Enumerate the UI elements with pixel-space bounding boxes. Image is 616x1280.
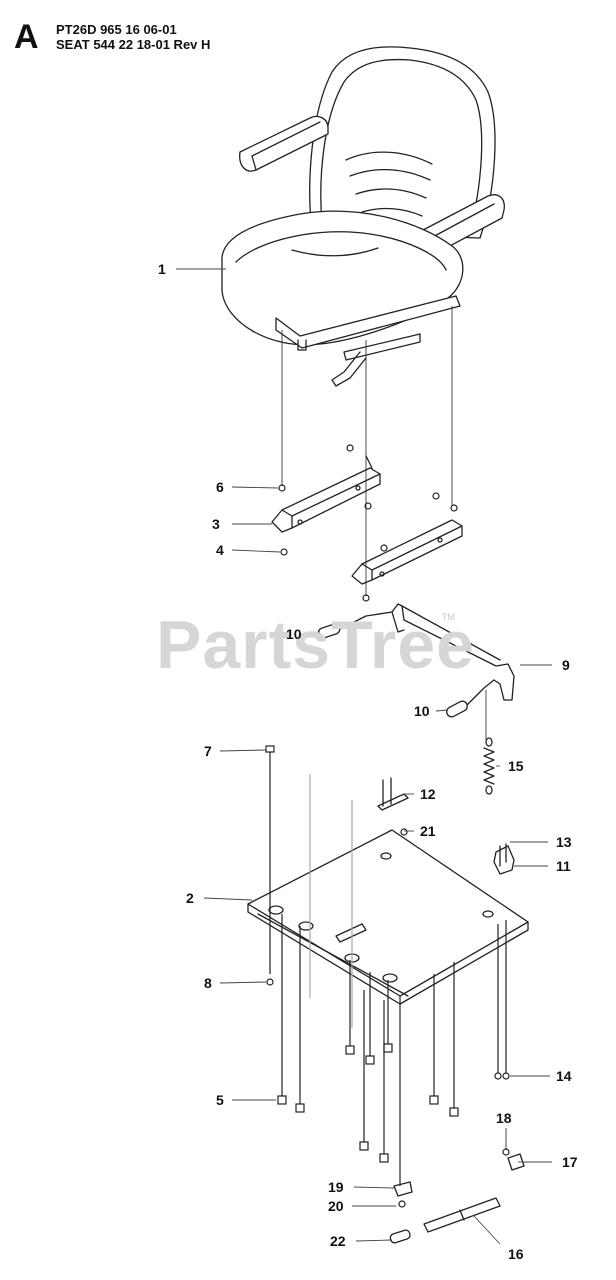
callout-10-lower: 10 <box>414 703 430 719</box>
callout-12: 12 <box>420 786 436 802</box>
gas-strut <box>389 1197 501 1244</box>
callout-10-upper: 10 <box>286 626 302 642</box>
lever-assembly <box>317 603 515 718</box>
callout-4: 4 <box>216 542 224 558</box>
callout-17: 17 <box>562 1154 578 1170</box>
callout-9: 9 <box>562 657 570 673</box>
spring-part <box>483 737 495 795</box>
callout-21: 21 <box>420 823 436 839</box>
callout-15: 15 <box>508 758 524 774</box>
callout-19: 19 <box>328 1179 344 1195</box>
callout-14: 14 <box>556 1068 572 1084</box>
watermark-trademark: TM <box>442 612 455 622</box>
model-number: PT26D 965 16 06-01 <box>56 22 177 37</box>
callout-13: 13 <box>556 834 572 850</box>
callout-22: 22 <box>330 1233 346 1249</box>
watermark-logo: PartsTree <box>156 607 475 683</box>
callout-20: 20 <box>328 1198 344 1214</box>
callout-18: 18 <box>496 1110 512 1126</box>
seat-part <box>221 46 505 387</box>
callout-11: 11 <box>556 858 571 874</box>
callout-3: 3 <box>212 516 220 532</box>
callout-6: 6 <box>216 479 224 495</box>
callout-16: 16 <box>508 1246 524 1262</box>
callout-7: 7 <box>204 743 212 759</box>
fasteners <box>265 306 510 1208</box>
leader-lines <box>176 268 552 1245</box>
seat-bracket-upper <box>271 455 381 533</box>
diagram-header: PT26D 965 16 06-01 SEAT 544 22 18-01 Rev… <box>56 22 210 52</box>
section-letter: A <box>14 18 39 56</box>
strut-bracket-19 <box>393 1181 413 1197</box>
assembly-title: SEAT 544 22 18-01 Rev H <box>56 37 211 52</box>
callout-5: 5 <box>216 1092 224 1108</box>
callout-1: 1 <box>158 261 166 277</box>
small-bracket-12 <box>377 777 409 811</box>
seat-bracket-lower <box>351 519 463 585</box>
callout-8: 8 <box>204 975 212 991</box>
small-bracket-11 <box>493 843 515 875</box>
base-plate <box>247 829 529 1005</box>
callout-2: 2 <box>186 890 194 906</box>
strut-clip-17 <box>507 1153 525 1171</box>
